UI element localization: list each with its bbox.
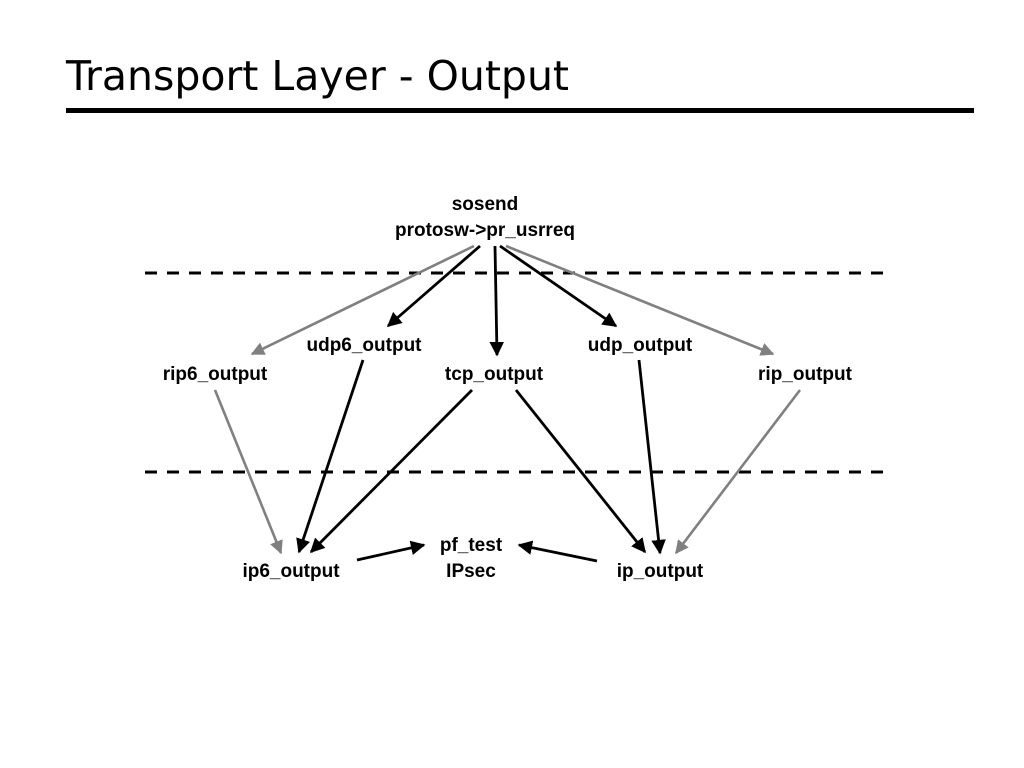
node-rip6-output[interactable]: rip6_output (163, 362, 268, 388)
edge-rip_output-to-ip_output (674, 389, 802, 555)
edge-sosend-to-tcp_output (489, 245, 505, 357)
node-sosend-line1: sosend (451, 194, 519, 215)
edge-ip6_output-to-pf_test (356, 540, 426, 562)
node-sosend[interactable]: sosend protosw->pr_usrreq (395, 192, 575, 244)
node-pf-test-ipsec[interactable]: pf_test IPsec (440, 533, 502, 585)
edge-tcp_output-to-ip6_output (309, 389, 473, 554)
node-udp6-output[interactable]: udp6_output (306, 333, 421, 359)
node-rip-output[interactable]: rip_output (758, 362, 852, 388)
node-ip6-output[interactable]: ip6_output (242, 559, 339, 585)
node-ip-output-label: ip_output (616, 561, 704, 582)
page-title: Transport Layer - Output (66, 52, 570, 100)
node-tcp-output[interactable]: tcp_output (445, 362, 543, 388)
node-udp-output[interactable]: udp_output (588, 333, 692, 359)
edge-tcp_output-to-ip_output (514, 389, 647, 554)
node-ip-output[interactable]: ip_output (617, 559, 704, 585)
node-ip6-output-label: ip6_output (242, 561, 340, 582)
edge-sosend-to-rip_output (505, 244, 775, 356)
node-ipsec-label: IPsec (446, 561, 496, 582)
node-udp-output-label: udp_output (587, 335, 693, 356)
edge-sosend-to-udp_output (499, 244, 618, 328)
edge-udp6_output-to-ip6_output (296, 359, 365, 554)
edge-udp_output-to-ip_output (637, 359, 666, 555)
node-udp6-output-label: udp6_output (306, 335, 422, 356)
edge-sosend-to-udp6_output (386, 244, 481, 328)
edge-sosend-to-rip6_output (250, 244, 475, 356)
edge-ip_output-to-pf_test (517, 540, 598, 563)
node-rip6-output-label: rip6_output (162, 364, 268, 385)
title-block: Transport Layer - Output (66, 50, 974, 113)
node-pf-test-label: pf_test (439, 535, 503, 556)
node-sosend-line2: protosw->pr_usrreq (394, 220, 576, 241)
node-rip-output-label: rip_output (758, 364, 852, 385)
title-underline-rule (66, 108, 974, 113)
edge-rip6_output-to-ip6_output (213, 389, 283, 555)
node-tcp-output-label: tcp_output (444, 364, 544, 385)
